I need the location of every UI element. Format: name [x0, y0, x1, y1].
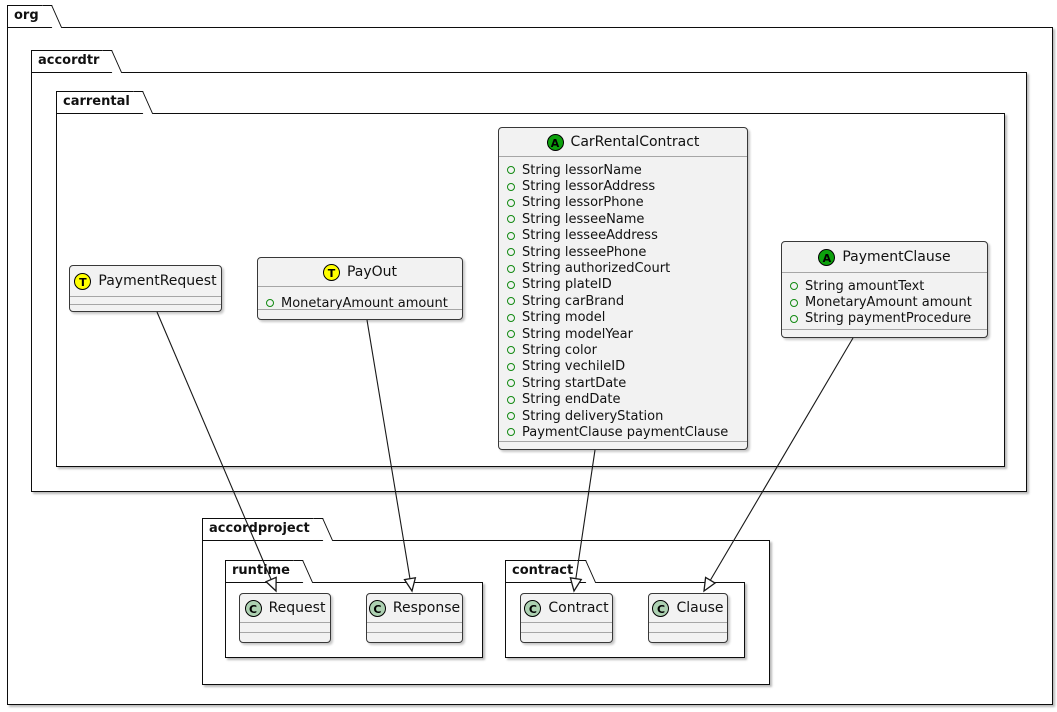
class-title: C Response	[367, 594, 462, 622]
package-tab-carrental: carrental	[56, 91, 133, 113]
empty-fields-compartment	[521, 622, 612, 632]
field-item: String lesseeName	[507, 211, 741, 227]
class-name: Clause	[676, 600, 724, 616]
class-pay-out: T PayOut MonetaryAmount amount	[257, 257, 463, 320]
field-item: String deliveryStation	[507, 408, 741, 424]
class-badge-icon: C	[244, 599, 262, 617]
empty-methods-compartment	[499, 441, 747, 449]
field-visibility-icon	[790, 314, 798, 323]
class-payment-request: T PaymentRequest	[69, 265, 222, 312]
field-item: String color	[507, 342, 741, 358]
empty-methods-compartment	[70, 303, 221, 312]
field-item: String authorizedCourt	[507, 260, 741, 276]
package-tab-runtime: runtime	[225, 560, 293, 582]
field-visibility-icon	[507, 330, 515, 339]
class-title: C Request	[240, 594, 330, 622]
field-visibility-icon	[266, 299, 274, 307]
field-item: String lessorName	[507, 162, 741, 178]
field-item: PaymentClause paymentClause	[507, 424, 741, 440]
fields-compartment: MonetaryAmount amount	[258, 286, 462, 309]
field-item: String endDate	[507, 391, 741, 407]
field-visibility-icon	[507, 428, 515, 437]
class-badge-icon: C	[652, 599, 670, 617]
field-visibility-icon	[507, 248, 515, 257]
class-name: PayOut	[346, 264, 398, 280]
class-title: T PaymentRequest	[70, 266, 221, 296]
field-item: String startDate	[507, 375, 741, 391]
class-response: C Response	[366, 593, 463, 643]
package-tab-accordtr: accordtr	[31, 50, 103, 72]
empty-methods-compartment	[649, 632, 727, 642]
field-item: String paymentProcedure	[790, 311, 981, 327]
field-visibility-icon	[507, 182, 515, 191]
empty-methods-compartment	[240, 632, 330, 642]
package-tab-contract: contract	[505, 560, 577, 582]
field-visibility-icon	[507, 412, 515, 421]
transaction-badge-icon: T	[322, 263, 340, 281]
abstract-badge-icon: A	[818, 248, 836, 266]
transaction-badge-icon: T	[74, 272, 92, 290]
class-name: PaymentClause	[842, 249, 951, 265]
field-visibility-icon	[507, 346, 515, 355]
empty-fields-compartment	[367, 622, 462, 632]
class-name: Response	[392, 600, 461, 616]
class-title: T PayOut	[258, 258, 462, 286]
field-visibility-icon	[507, 280, 515, 289]
class-clause: C Clause	[648, 593, 728, 643]
empty-fields-compartment	[649, 622, 727, 632]
class-title: A PaymentClause	[782, 242, 987, 272]
class-title: C Contract	[521, 594, 612, 622]
abstract-badge-icon: A	[546, 133, 564, 151]
field-visibility-icon	[507, 379, 515, 388]
field-item: String lesseeAddress	[507, 228, 741, 244]
field-visibility-icon	[507, 297, 515, 306]
class-badge-icon: C	[524, 599, 542, 617]
field-item: String modelYear	[507, 326, 741, 342]
empty-methods-compartment	[782, 329, 987, 337]
class-name: CarRentalContract	[570, 134, 700, 150]
class-badge-icon: C	[368, 599, 386, 617]
field-item: String plateID	[507, 277, 741, 293]
field-visibility-icon	[507, 198, 515, 207]
empty-fields-compartment	[240, 622, 330, 632]
package-tab-accordproject: accordproject	[202, 518, 313, 540]
class-name: Contract	[548, 600, 609, 616]
field-visibility-icon	[507, 362, 515, 371]
package-tab-org: org	[7, 5, 42, 27]
field-visibility-icon	[790, 298, 798, 307]
empty-methods-compartment	[258, 309, 462, 319]
class-contract: C Contract	[520, 593, 613, 643]
empty-methods-compartment	[521, 632, 612, 642]
field-item: MonetaryAmount amount	[790, 294, 981, 310]
field-visibility-icon	[507, 231, 515, 240]
field-visibility-icon	[507, 215, 515, 224]
field-item: String model	[507, 310, 741, 326]
field-visibility-icon	[507, 264, 515, 273]
field-item: MonetaryAmount amount	[266, 292, 456, 309]
class-name: PaymentRequest	[98, 273, 217, 289]
field-item: String amountText	[790, 278, 981, 294]
class-title: C Clause	[649, 594, 727, 622]
class-title: A CarRentalContract	[499, 128, 747, 156]
class-name: Request	[268, 600, 326, 616]
empty-fields-compartment	[70, 296, 221, 304]
field-item: String lesseePhone	[507, 244, 741, 260]
class-request: C Request	[239, 593, 331, 643]
field-item: String lessorPhone	[507, 195, 741, 211]
field-visibility-icon	[790, 282, 798, 291]
field-visibility-icon	[507, 313, 515, 322]
field-item: String carBrand	[507, 293, 741, 309]
empty-methods-compartment	[367, 632, 462, 642]
field-item: String vechileID	[507, 359, 741, 375]
field-item: String lessorAddress	[507, 178, 741, 194]
field-visibility-icon	[507, 395, 515, 404]
field-visibility-icon	[507, 166, 515, 175]
